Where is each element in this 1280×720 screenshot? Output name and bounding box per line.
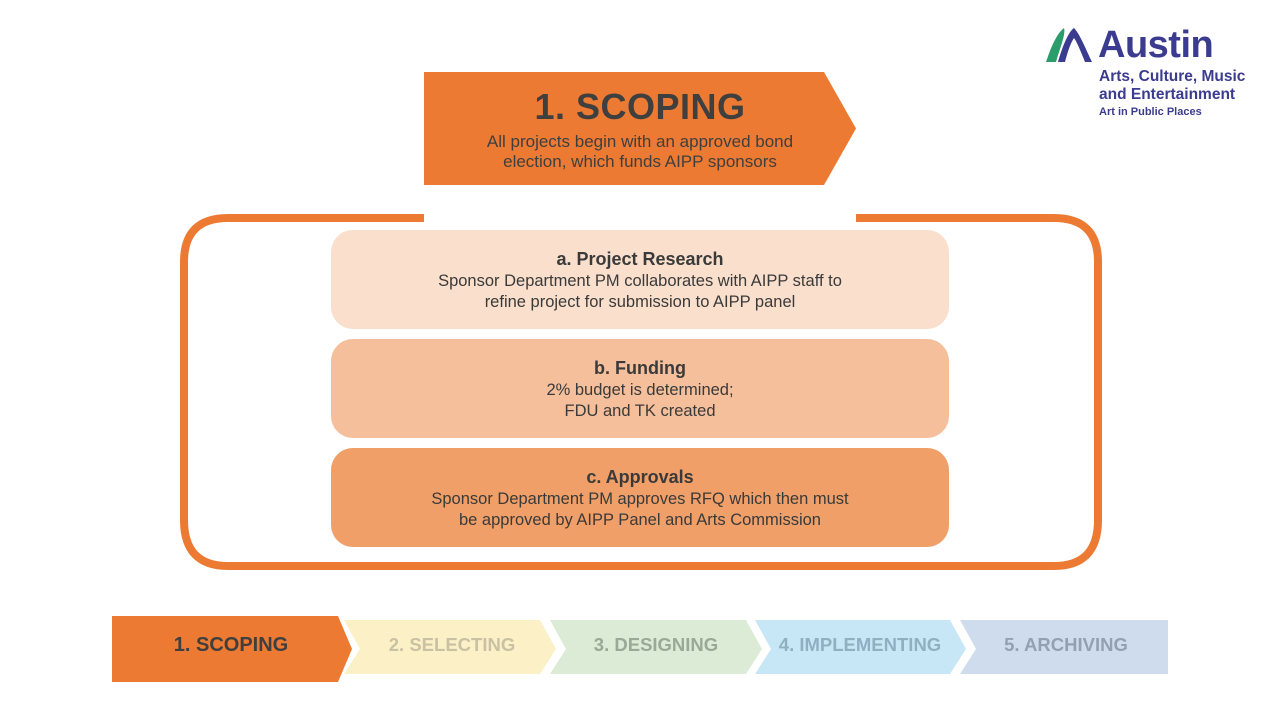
step-implementing-label: 4. IMPLEMENTING xyxy=(778,634,942,655)
austin-logo-icon xyxy=(1046,28,1092,62)
stage-project-research: a. Project Research Sponsor Department P… xyxy=(331,230,949,329)
step-scoping-label: 1. SCOPING xyxy=(173,634,289,656)
logo-wordmark: Austin xyxy=(1098,24,1214,66)
step-designing-chevron xyxy=(550,620,762,674)
header-arrow xyxy=(424,72,856,185)
step-archiving-chevron xyxy=(960,620,1168,674)
stage-description-line-1: Sponsor Department PM approves RFQ which… xyxy=(431,490,849,508)
stage-title: a. Project Research xyxy=(556,249,724,269)
header-description-line-1: All projects begin with an approved bond xyxy=(486,132,794,151)
stage-description-line-2: refine project for submission to AIPP pa… xyxy=(484,293,796,311)
step-archiving-label: 5. ARCHIVING xyxy=(1004,634,1128,655)
logo-line-1: Arts, Culture, Music xyxy=(1099,68,1246,85)
step-selecting-label: 2. SELECTING xyxy=(388,634,516,655)
stage-description-line-2: be approved by AIPP Panel and Arts Commi… xyxy=(459,511,821,529)
stage-title: c. Approvals xyxy=(586,467,694,487)
austin-logo: Austin Arts, Culture, Music and Entertai… xyxy=(1044,22,1264,122)
logo-line-3: Art in Public Places xyxy=(1099,106,1202,118)
header-description: All projects begin with an approved bond… xyxy=(440,132,840,172)
stage-description-line-1: Sponsor Department PM collaborates with … xyxy=(438,272,842,290)
header-title: 1. SCOPING xyxy=(534,86,746,127)
stage-description-line-2: FDU and TK created xyxy=(564,402,716,420)
process-steps xyxy=(112,616,1168,682)
stage-funding: b. Funding 2% budget is determined; FDU … xyxy=(331,339,949,438)
header-description-line-2: election, which funds AIPP sponsors xyxy=(503,152,777,171)
stage-description-line-1: 2% budget is determined; xyxy=(546,381,734,399)
stage-approvals: c. Approvals Sponsor Department PM appro… xyxy=(331,448,949,547)
stage-title: b. Funding xyxy=(594,358,686,378)
stage-frame xyxy=(180,214,1102,570)
step-selecting-chevron xyxy=(344,620,556,674)
logo-line-2: and Entertainment xyxy=(1099,86,1236,103)
step-implementing-chevron xyxy=(755,620,966,674)
step-scoping-chevron xyxy=(112,616,352,682)
step-designing-label: 3. DESIGNING xyxy=(593,634,719,655)
